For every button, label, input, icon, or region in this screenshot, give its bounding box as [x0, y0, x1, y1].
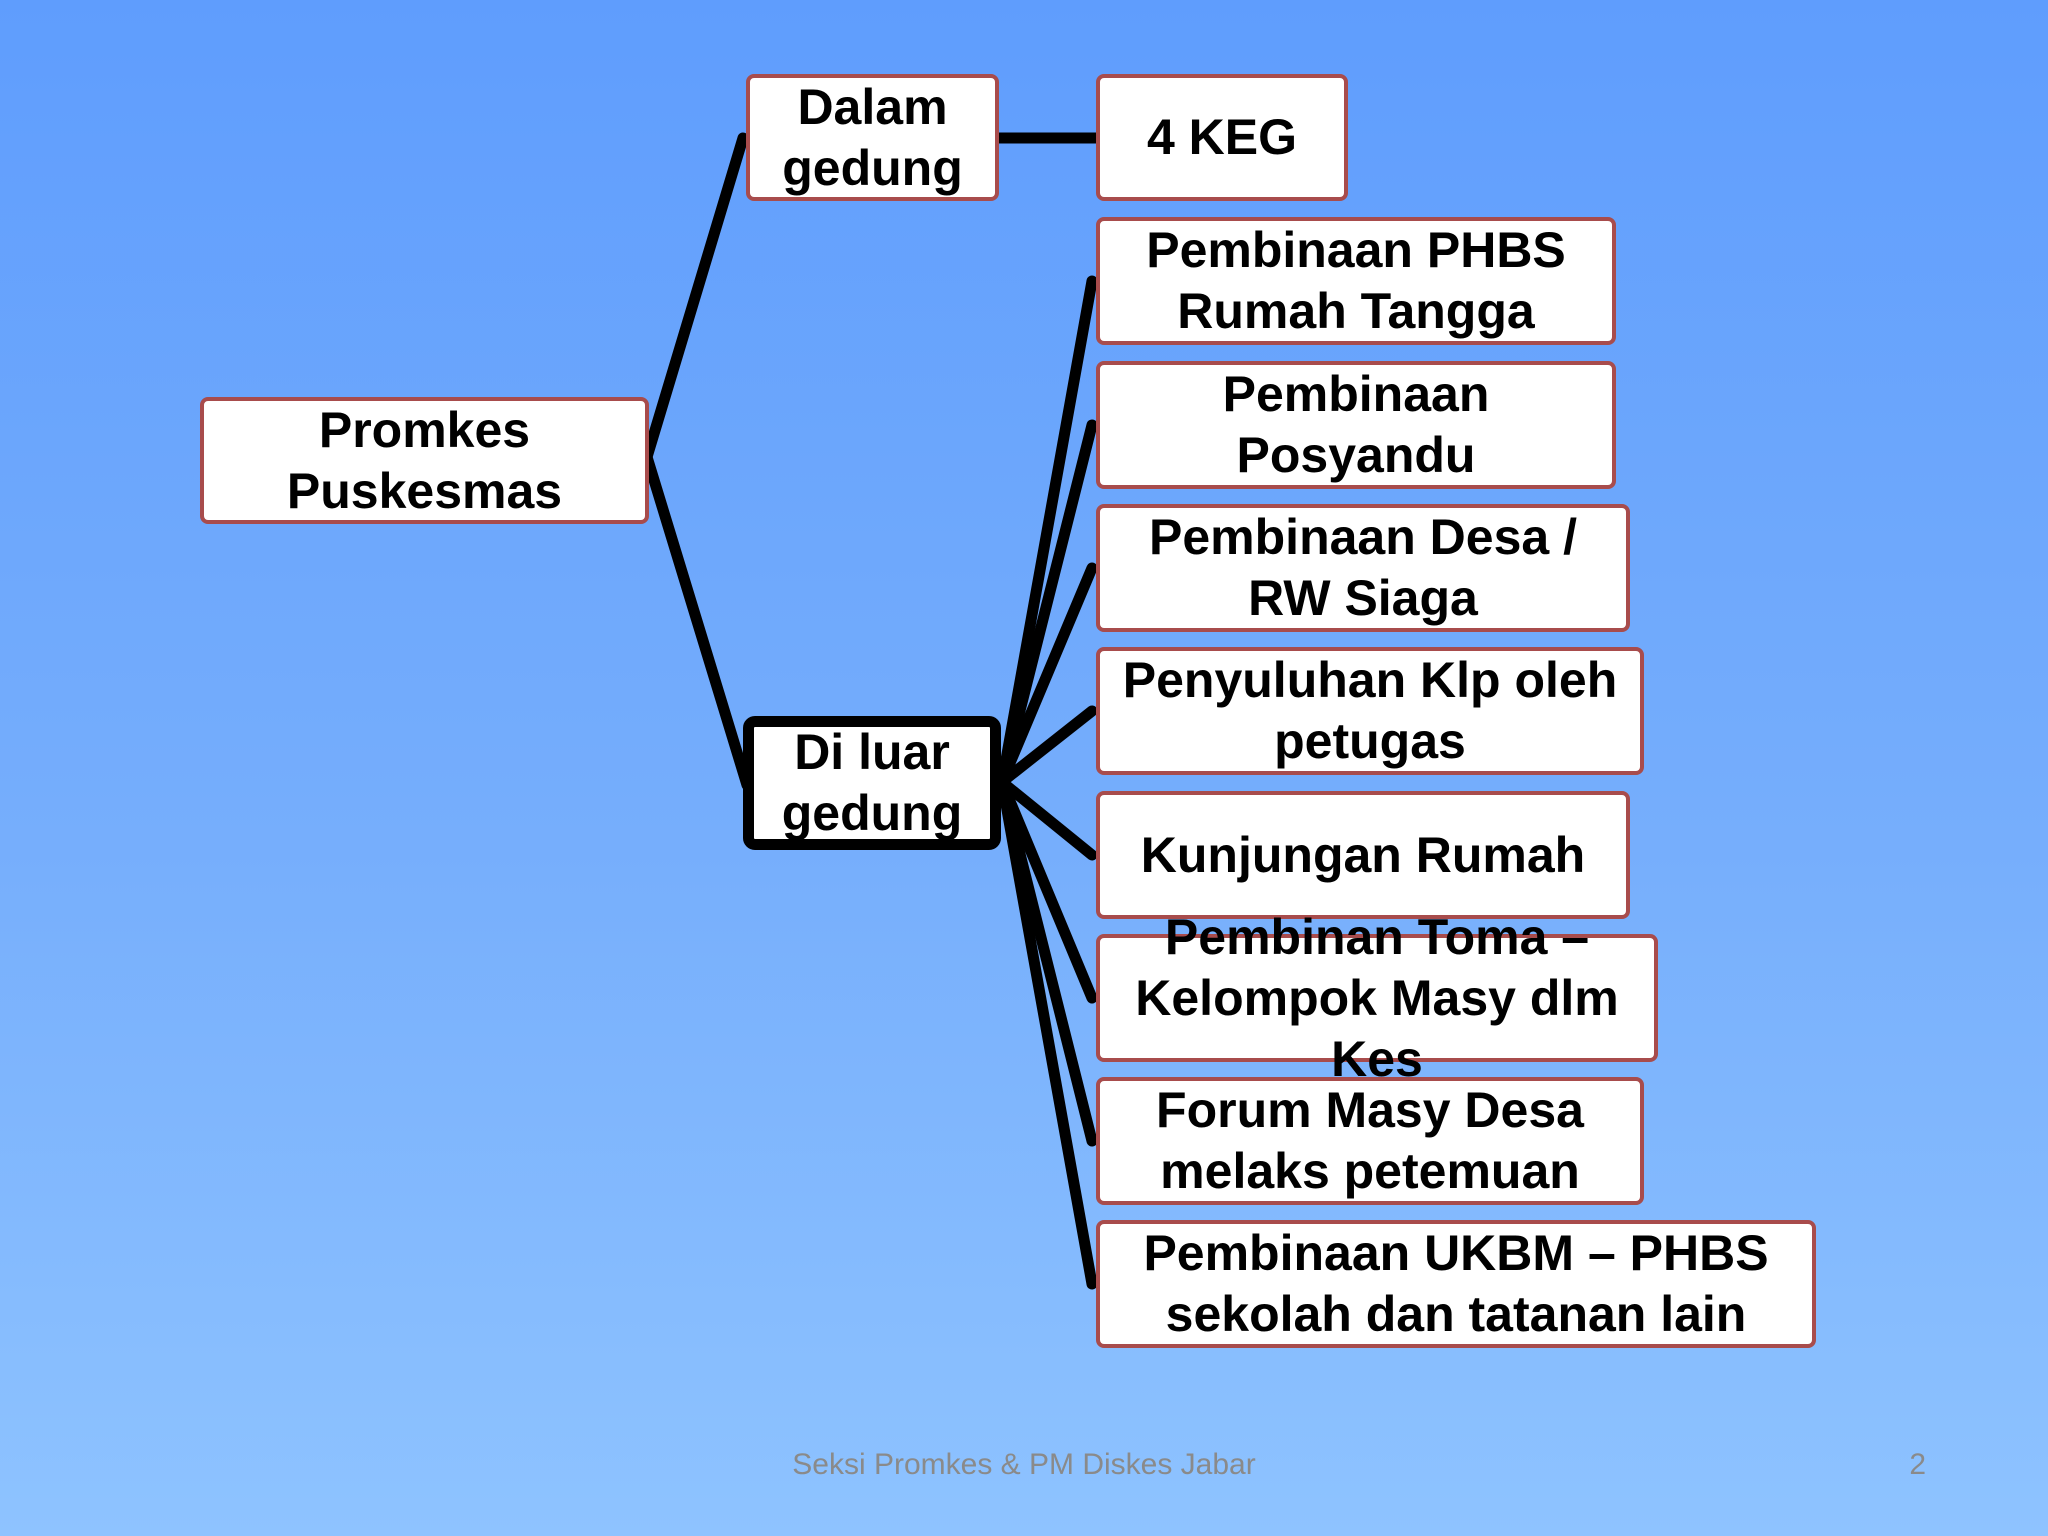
node-label: Forum Masy Desa melaks petemuan	[1156, 1082, 1584, 1199]
connector-outside-8	[996, 776, 1098, 1290]
node-label: Pembinaan Desa / RW Siaga	[1149, 509, 1577, 626]
connector-outside-5	[996, 776, 1098, 861]
node-label: Pembinan Toma – Kelompok Masy dlm Kes	[1135, 908, 1619, 1087]
connector-root-inside	[641, 132, 749, 463]
node-4-keg: 4 KEG	[1096, 74, 1348, 201]
connector-root-outside	[641, 451, 753, 791]
node-pembinaan-desa: Pembinaan Desa / RW Siaga	[1096, 504, 1630, 632]
node-label: Pembinaan UKBM – PHBS sekolah dan tatana…	[1143, 1225, 1769, 1342]
node-label: Di luar gedung	[781, 724, 963, 841]
node-dalam-gedung: Dalam gedung	[746, 74, 999, 201]
connector-outside-6	[996, 776, 1098, 1004]
node-kunjungan-rumah: Kunjungan Rumah	[1096, 791, 1630, 919]
node-label: Pembinaan PHBS Rumah Tangga	[1146, 222, 1566, 339]
node-label: Dalam gedung	[782, 78, 963, 196]
node-pembinan-toma: Pembinan Toma – Kelompok Masy dlm Kes	[1096, 909, 1658, 1087]
node-label: 4 KEG	[1146, 109, 1298, 165]
footer-text: Seksi Promkes & PM Diskes Jabar	[792, 1448, 1256, 1481]
node-penyuluhan-klp: Penyuluhan Klp oleh petugas	[1096, 647, 1644, 775]
node-promkes-puskesmas: Promkes Puskesmas	[200, 397, 649, 524]
node-label: Kunjungan Rumah	[1140, 826, 1586, 883]
node-pembinaan-phbs: Pembinaan PHBS Rumah Tangga	[1096, 217, 1616, 345]
node-di-luar-gedung: Di luar gedung	[743, 716, 1001, 850]
node-pembinaan-ukbm: Pembinaan UKBM – PHBS sekolah dan tatana…	[1096, 1220, 1816, 1348]
node-label: Promkes Puskesmas	[286, 401, 563, 519]
node-forum-masy-desa: Forum Masy Desa melaks petemuan	[1096, 1077, 1644, 1205]
connector-outside-1	[996, 275, 1098, 788]
connector-outside-4	[996, 705, 1098, 788]
connector-outside-2	[996, 419, 1098, 788]
node-label: Pembinaan Posyandu	[1222, 366, 1490, 483]
node-pembinaan-posyandu: Pembinaan Posyandu	[1096, 361, 1616, 489]
node-label: Penyuluhan Klp oleh petugas	[1122, 652, 1618, 769]
connector-outside-3	[996, 562, 1098, 788]
page-number: 2	[1909, 1448, 1926, 1481]
